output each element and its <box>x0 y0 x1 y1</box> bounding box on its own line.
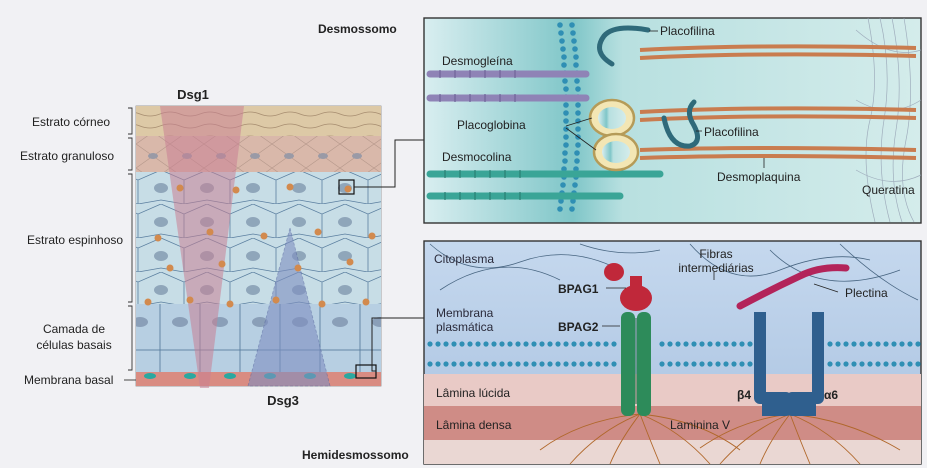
estrato-espinhoso-label: Estrato espinhoso <box>27 233 123 247</box>
membrana-plasmatica-label-line2: plasmática <box>436 320 493 334</box>
camada-basal-label-line2: células basais <box>24 338 124 352</box>
hemidesmosome-title: Hemidesmossomo <box>302 448 409 462</box>
laminina-label: Laminina V <box>670 418 730 432</box>
placofilina-top-label: Placofilina <box>660 24 715 38</box>
membrana-plasmatica-label-line1: Membrana <box>436 306 493 320</box>
lamina-lucida-label: Lâmina lúcida <box>436 386 510 400</box>
estrato-corneo-label: Estrato córneo <box>32 115 110 129</box>
placoglobina-label: Placoglobina <box>457 118 526 132</box>
estrato-granuloso-label: Estrato granuloso <box>20 149 114 163</box>
dsg3-label: Dsg3 <box>258 394 308 408</box>
desmoplaquina-label: Desmoplaquina <box>717 170 800 184</box>
lamina-densa-label: Lâmina densa <box>436 418 511 432</box>
fibras-label-line1: Fibras <box>680 247 752 261</box>
dsg1-label: Dsg1 <box>168 88 218 102</box>
placofilina-mid-label: Placofilina <box>704 125 759 139</box>
desmosome-title: Desmossomo <box>318 22 397 36</box>
plectina-label: Plectina <box>845 286 888 300</box>
desmogleina-label: Desmogleína <box>442 54 513 68</box>
beta4-label: β4 <box>737 388 751 402</box>
desmocolina-label: Desmocolina <box>442 150 511 164</box>
camada-basal-label-line1: Camada de <box>30 322 118 336</box>
bpag1-label: BPAG1 <box>558 282 598 296</box>
alpha6-label: α6 <box>824 388 838 402</box>
citoplasma-label: Citoplasma <box>434 252 494 266</box>
membrana-basal-label: Membrana basal <box>24 373 113 387</box>
epidermis-panel <box>136 106 381 388</box>
queratina-label: Queratina <box>862 183 915 197</box>
bpag2-label: BPAG2 <box>558 320 598 334</box>
fibras-label-line2: intermediárias <box>666 261 766 275</box>
